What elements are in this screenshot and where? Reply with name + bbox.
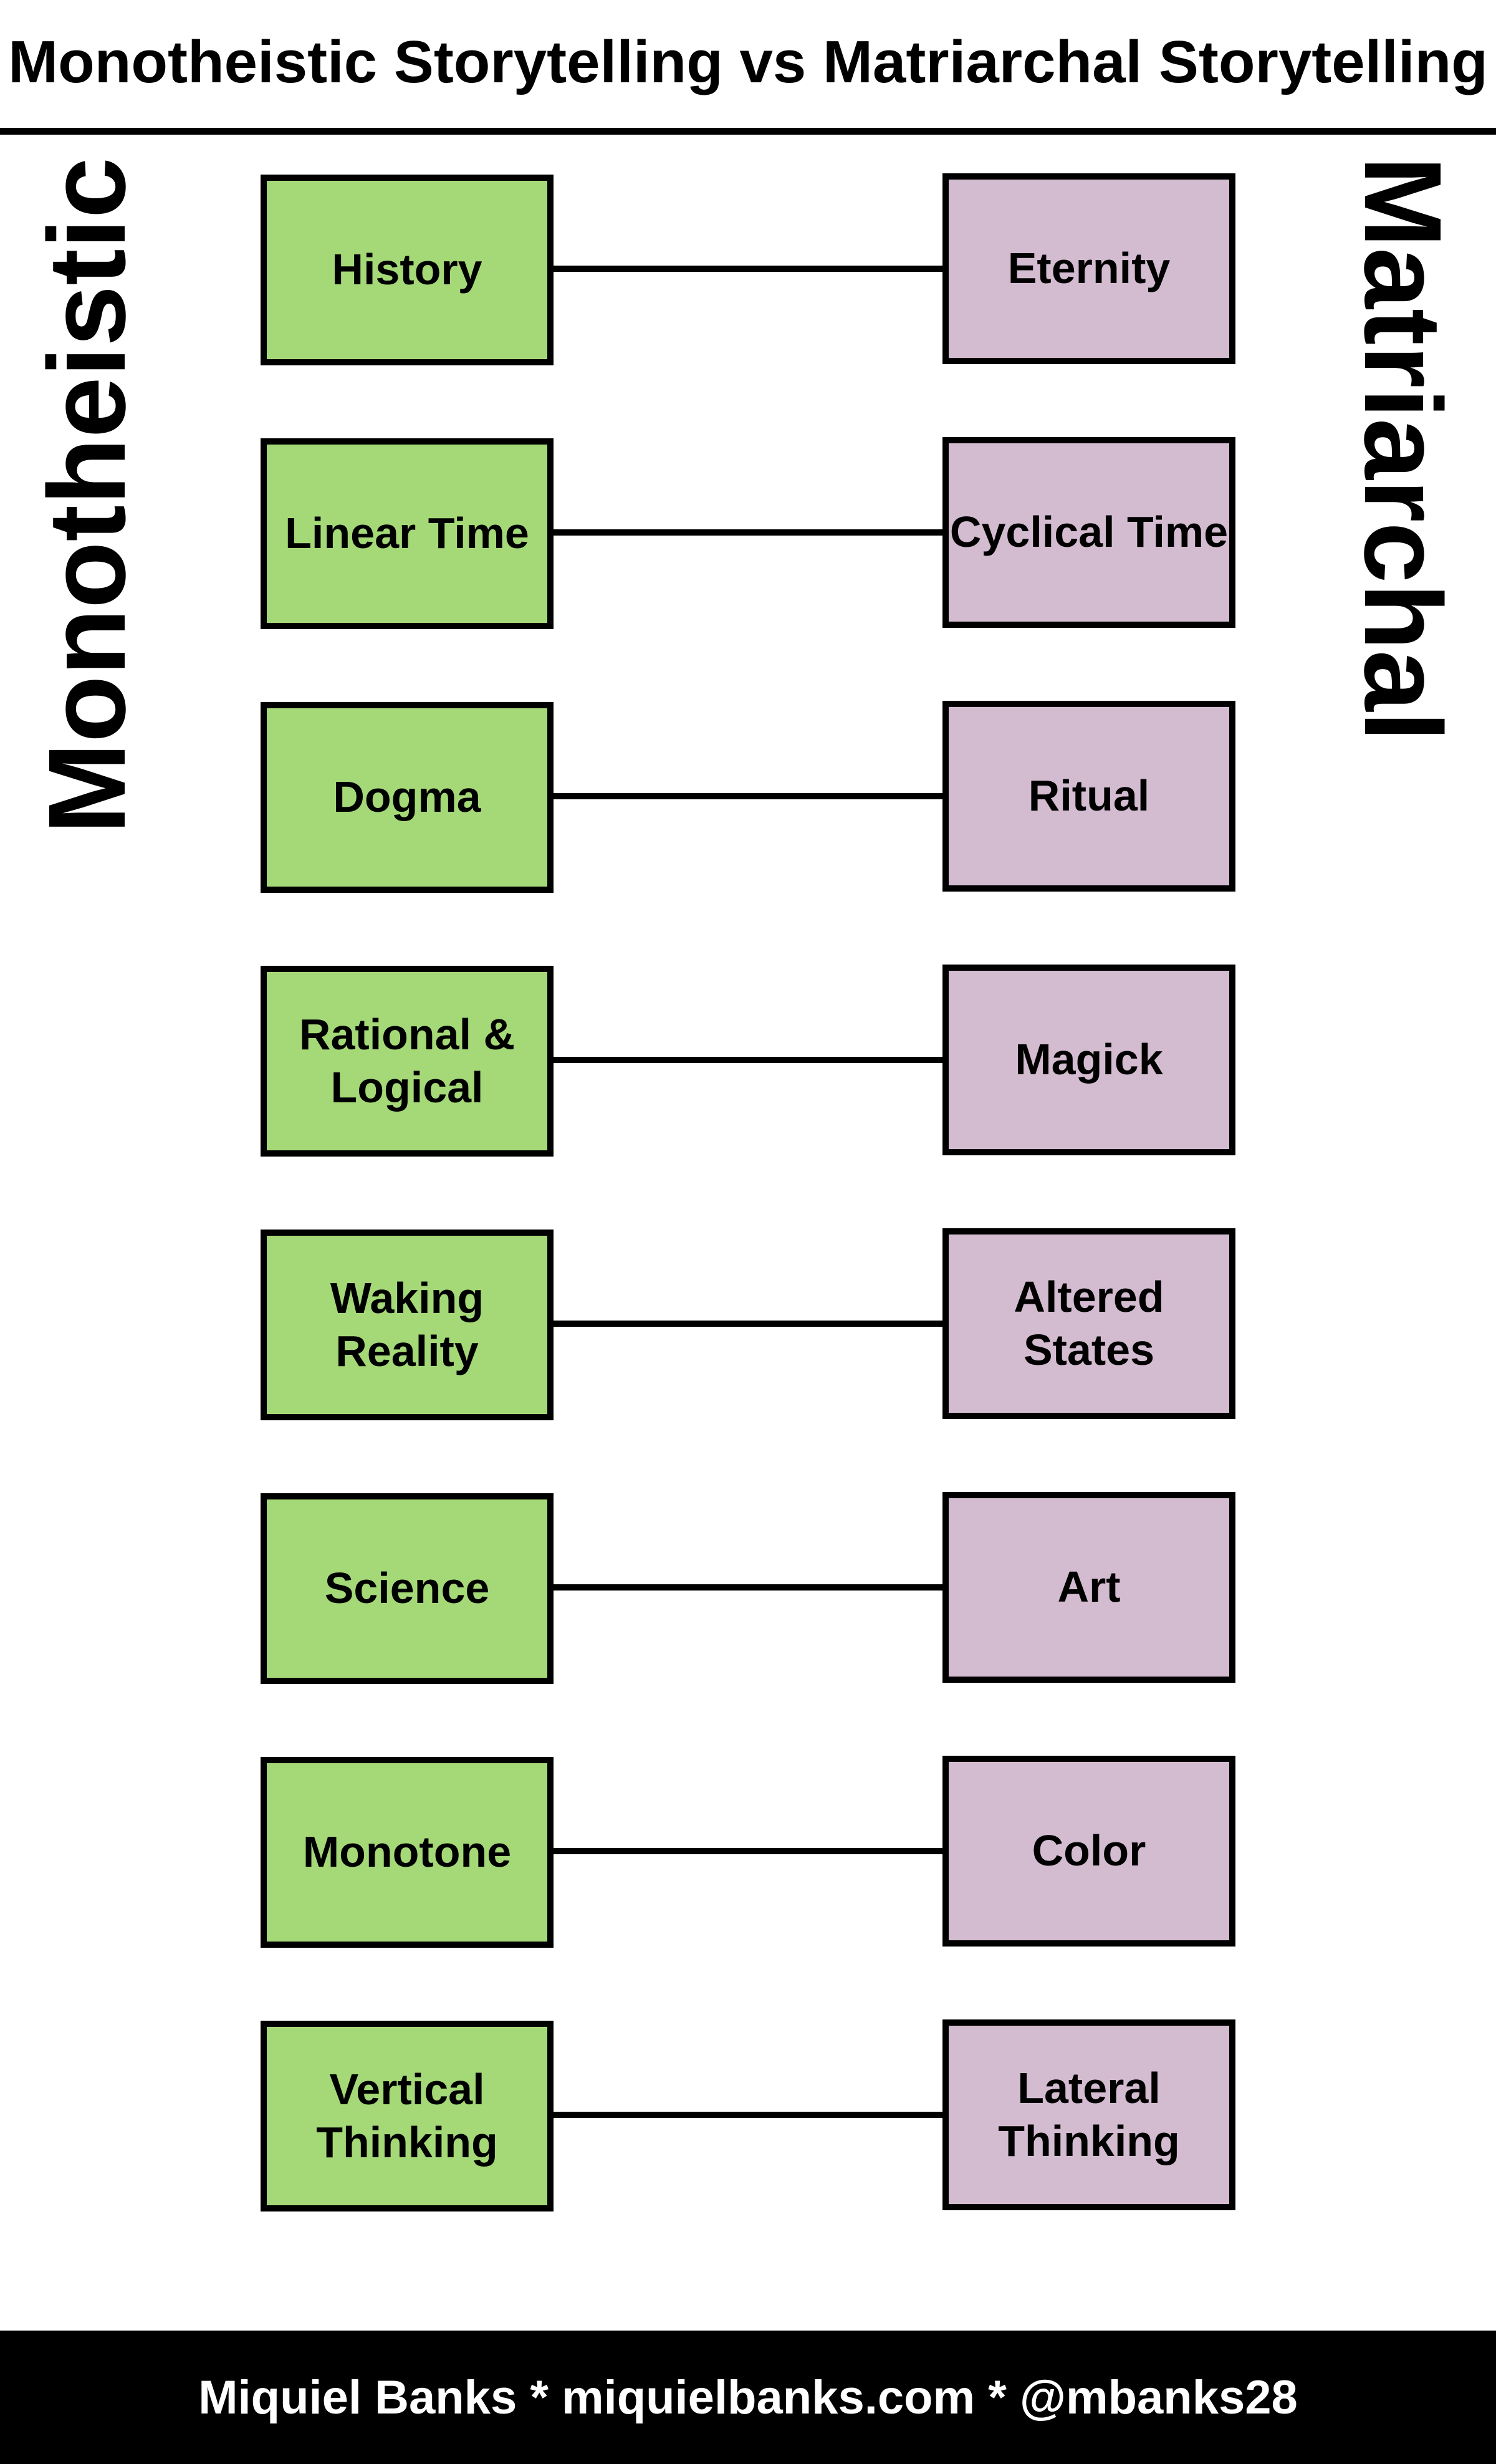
connector-line bbox=[552, 1321, 944, 1327]
comparison-row: Science Art bbox=[0, 1492, 1496, 1684]
connector-line bbox=[552, 529, 944, 536]
matriarchal-box: Cyclical Time bbox=[942, 437, 1235, 628]
matriarchal-box: Color bbox=[942, 1756, 1235, 1947]
footer-credit: Miquiel Banks * miquielbanks.com * @mban… bbox=[198, 2370, 1298, 2424]
monotheistic-box: History bbox=[261, 175, 554, 365]
page-title: Monotheistic Storytelling vs Matriarchal… bbox=[8, 29, 1488, 95]
comparison-row: Monotone Color bbox=[0, 1756, 1496, 1948]
title-divider bbox=[0, 128, 1496, 135]
monotheistic-box: Waking Reality bbox=[261, 1230, 554, 1420]
matriarchal-box: Art bbox=[942, 1492, 1235, 1683]
comparison-row: Rational & Logical Magick bbox=[0, 965, 1496, 1157]
comparison-row: Waking Reality Altered States bbox=[0, 1228, 1496, 1420]
monotheistic-box: Monotone bbox=[261, 1757, 554, 1948]
comparison-row: Vertical Thinking Lateral Thinking bbox=[0, 2019, 1496, 2211]
connector-line bbox=[552, 1584, 944, 1591]
matriarchal-box: Eternity bbox=[942, 173, 1235, 364]
monotheistic-box: Linear Time bbox=[261, 438, 554, 629]
connector-line bbox=[552, 793, 944, 799]
connector-line bbox=[552, 2112, 944, 2118]
matriarchal-box: Magick bbox=[942, 965, 1235, 1155]
comparison-row: Linear Time Cyclical Time bbox=[0, 437, 1496, 629]
matriarchal-box: Altered States bbox=[942, 1228, 1235, 1419]
connector-line bbox=[552, 1057, 944, 1063]
connector-line bbox=[552, 1848, 944, 1854]
footer-bar: Miquiel Banks * miquielbanks.com * @mban… bbox=[0, 2331, 1496, 2464]
comparison-row: History Eternity bbox=[0, 173, 1496, 365]
monotheistic-box: Vertical Thinking bbox=[261, 2021, 554, 2211]
matriarchal-box: Lateral Thinking bbox=[942, 2019, 1235, 2210]
monotheistic-box: Dogma bbox=[261, 702, 554, 893]
monotheistic-box: Science bbox=[261, 1493, 554, 1684]
matriarchal-box: Ritual bbox=[942, 701, 1235, 892]
connector-line bbox=[552, 266, 944, 272]
comparison-row: Dogma Ritual bbox=[0, 701, 1496, 893]
monotheistic-box: Rational & Logical bbox=[261, 966, 554, 1157]
